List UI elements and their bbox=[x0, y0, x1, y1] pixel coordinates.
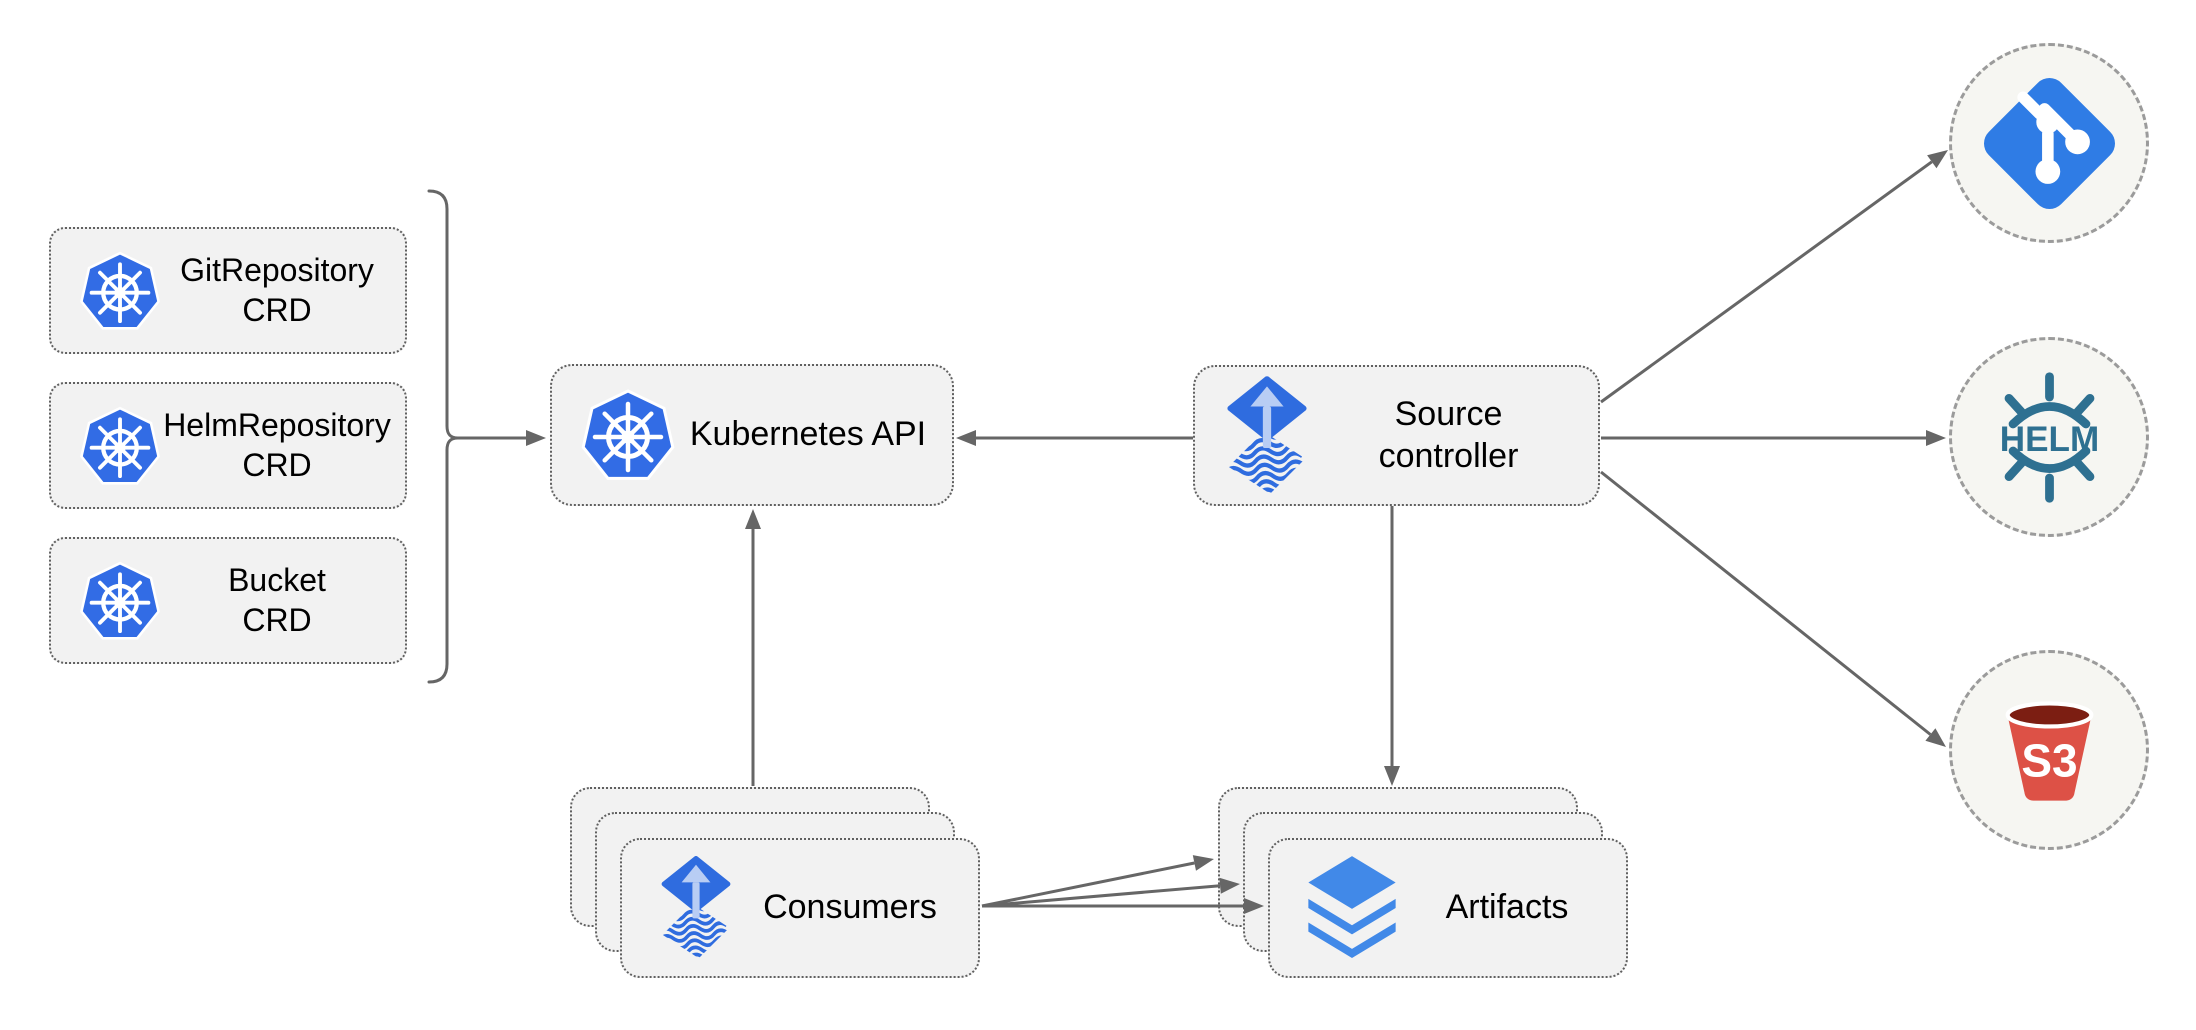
node-label-line1: HelmRepository bbox=[163, 407, 391, 444]
node-label: GitRepository CRD bbox=[163, 251, 405, 329]
node-source-controller: Source controller bbox=[1193, 365, 1600, 506]
helm-icon: HELM bbox=[1999, 371, 2099, 503]
endpoint-s3: S3 bbox=[1949, 650, 2149, 850]
node-label-line1: Source bbox=[1394, 395, 1503, 434]
kubernetes-icon bbox=[77, 403, 163, 489]
node-label-line1: Bucket bbox=[228, 562, 326, 599]
crd-group-bracket bbox=[427, 189, 459, 684]
git-icon bbox=[1983, 77, 2115, 209]
edge-source-controller-to-kubernetes-api bbox=[956, 430, 1193, 446]
node-label: Bucket CRD bbox=[163, 561, 405, 639]
edge-source-controller-to-git bbox=[1600, 150, 1948, 404]
edge-source-controller-to-helm bbox=[1601, 430, 1946, 446]
node-label: Consumers bbox=[763, 888, 937, 927]
node-label: HelmRepository CRD bbox=[163, 406, 405, 484]
node-helm-repository-crd: HelmRepository CRD bbox=[49, 382, 407, 509]
node-label: Artifacts bbox=[1445, 888, 1569, 927]
kubernetes-icon bbox=[578, 385, 678, 485]
s3-bucket-icon: S3 bbox=[2005, 700, 2093, 801]
edge-consumers-to-artifacts-2 bbox=[981, 877, 1240, 908]
endpoint-git bbox=[1949, 43, 2149, 243]
node-label-line2: CRD bbox=[242, 291, 312, 328]
s3-wordmark: S3 bbox=[2021, 734, 2077, 786]
node-artifacts: Artifacts bbox=[1268, 838, 1628, 978]
node-label-line2: controller bbox=[1378, 436, 1519, 475]
flux-icon bbox=[656, 856, 736, 960]
edge-consumers-to-kubernetes-api bbox=[745, 509, 761, 786]
kubernetes-icon bbox=[77, 248, 163, 334]
node-label-line1: GitRepository bbox=[180, 252, 374, 289]
edge-crd-group-to-kubernetes-api bbox=[458, 430, 546, 446]
node-bucket-crd: Bucket CRD bbox=[49, 537, 407, 664]
endpoint-helm: HELM bbox=[1949, 337, 2149, 537]
node-kubernetes-api: Kubernetes API bbox=[550, 364, 954, 506]
helm-wordmark: HELM bbox=[1999, 420, 2098, 459]
edge-source-controller-to-artifacts bbox=[1384, 506, 1400, 786]
layers-icon bbox=[1302, 852, 1402, 964]
node-consumers: Consumers bbox=[620, 838, 980, 978]
node-label-line2: CRD bbox=[242, 601, 312, 638]
kubernetes-icon bbox=[77, 558, 163, 644]
node-label-line2: CRD bbox=[242, 446, 312, 483]
edge-source-controller-to-s3 bbox=[1600, 470, 1946, 747]
flux-icon bbox=[1221, 376, 1313, 496]
node-git-repository-crd: GitRepository CRD bbox=[49, 227, 407, 354]
node-label: Source controller bbox=[1313, 394, 1598, 477]
edge-consumers-to-artifacts-1 bbox=[981, 855, 1214, 908]
node-label: Kubernetes API bbox=[689, 415, 927, 454]
